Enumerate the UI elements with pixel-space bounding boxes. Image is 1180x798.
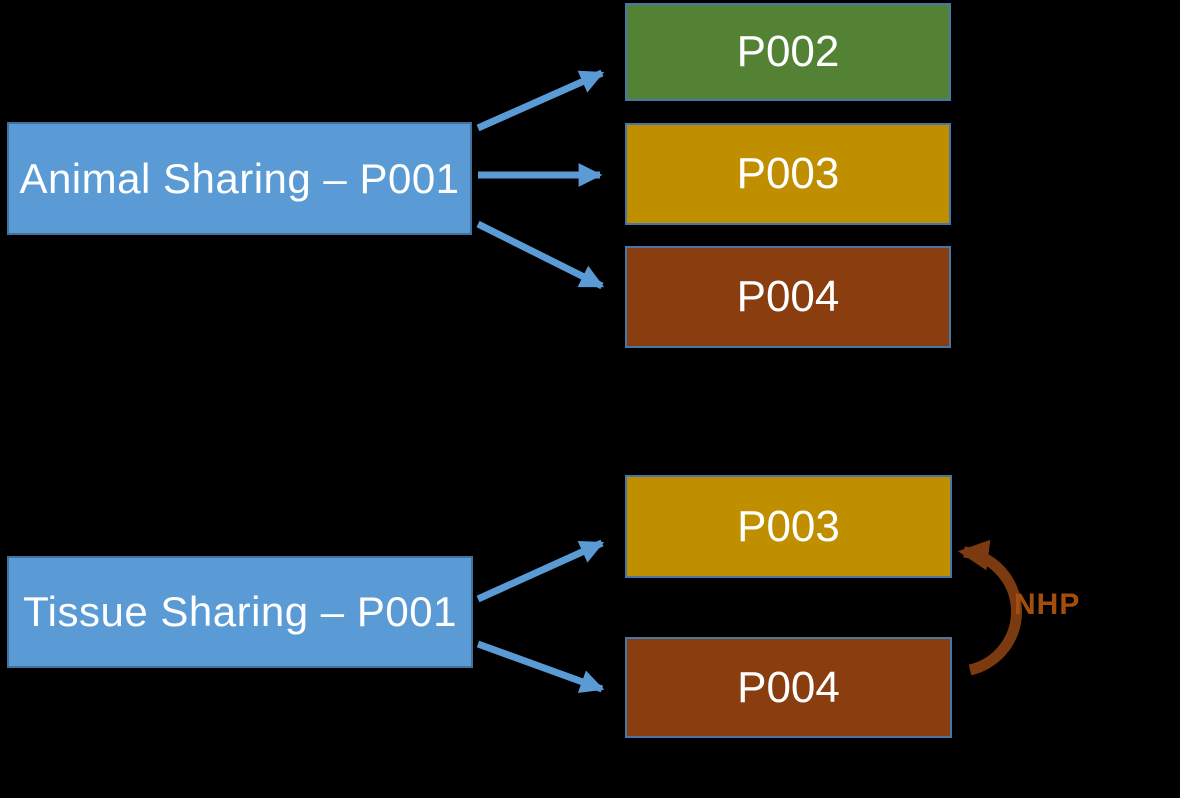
protocol-box-p003-tissue: P003 (625, 475, 952, 578)
curved-arrow-p004-to-p003-icon (957, 539, 1022, 676)
protocol-box-p004-animal: P004 (625, 246, 951, 348)
animal-sharing-source-label: Animal Sharing – P001 (19, 154, 460, 202)
arrow-tissue-to-p004-icon (476, 640, 605, 693)
nhp-annotation: NHP (1014, 588, 1081, 621)
animal-sharing-source-box: Animal Sharing – P001 (7, 122, 472, 235)
arrow-tissue-to-p003-icon (476, 539, 605, 603)
protocol-box-p004-tissue: P004 (625, 637, 952, 738)
protocol-label-p003-animal: P003 (736, 149, 840, 198)
protocol-label-p004-tissue: P004 (737, 662, 840, 712)
arrow-animal-to-p002-icon (476, 69, 605, 132)
protocol-label-p002: P002 (736, 27, 840, 76)
protocol-box-p002: P002 (625, 3, 951, 101)
tissue-sharing-source-box: Tissue Sharing – P001 (7, 556, 473, 668)
protocol-label-p003-tissue: P003 (737, 501, 840, 551)
protocol-box-p003-animal: P003 (625, 123, 951, 225)
arrow-animal-to-p004-icon (476, 220, 605, 290)
protocol-label-p004-animal: P004 (736, 272, 840, 321)
tissue-sharing-source-label: Tissue Sharing – P001 (23, 588, 457, 635)
